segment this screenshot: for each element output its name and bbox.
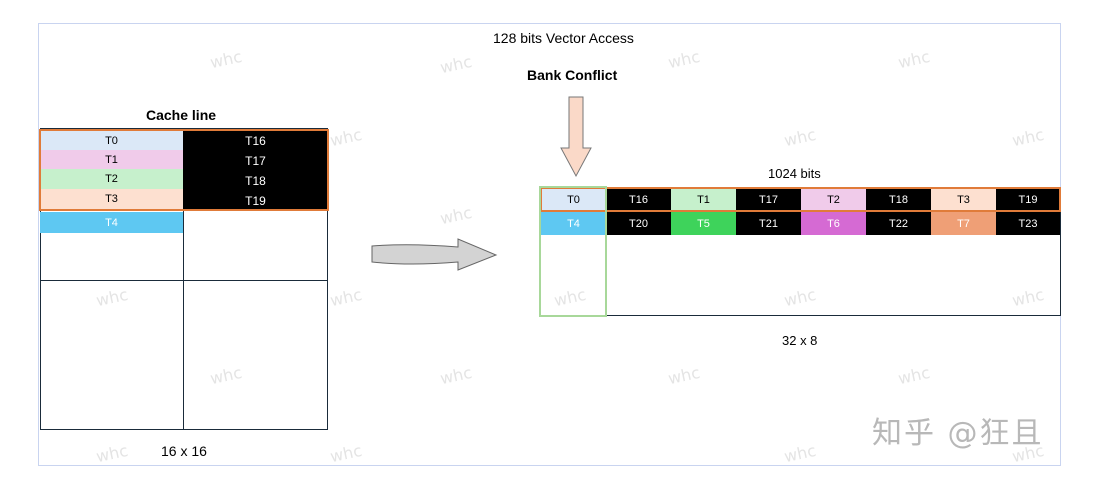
cache-line-outline	[39, 129, 329, 211]
diagram-title: 128 bits Vector Access	[493, 30, 634, 46]
right-cell-t0: T0	[541, 189, 606, 211]
left-cell-t1: T1	[40, 150, 183, 169]
down-arrow-icon	[560, 96, 592, 178]
right-cell-t22: T22	[866, 212, 931, 235]
right-cache-line-outline	[540, 187, 1061, 212]
right-cell-t20: T20	[606, 212, 671, 235]
right-cell-t19: T19	[996, 189, 1060, 211]
right-cell-t2: T2	[801, 189, 866, 211]
cache-line-label: Cache line	[146, 107, 217, 123]
left-grid-divider-h	[40, 280, 328, 281]
left-cell-t4: T4	[40, 212, 183, 233]
right-cell-t16: T16	[606, 189, 671, 211]
right-dimension-label: 32 x 8	[782, 333, 818, 348]
left-cell-t18: T18	[183, 171, 328, 191]
right-cell-t21: T21	[736, 212, 801, 235]
left-dimension-label: 16 x 16	[161, 443, 207, 459]
right-cell-t1: T1	[671, 189, 736, 211]
left-cell-t19: T19	[183, 191, 328, 210]
left-cell-t2: T2	[40, 169, 183, 189]
right-cell-t7: T7	[931, 212, 996, 235]
right-cell-t5: T5	[671, 212, 736, 235]
right-cell-t18: T18	[866, 189, 931, 211]
right-arrow-icon	[371, 238, 498, 271]
right-cell-t4: T4	[541, 212, 606, 235]
right-cell-t17: T17	[736, 189, 801, 211]
left-cell-t16: T16	[183, 131, 328, 151]
right-cell-t3: T3	[931, 189, 996, 211]
zhihu-logo: 知乎 @狂且	[872, 416, 1044, 451]
left-grid	[40, 128, 328, 430]
right-cell-t23: T23	[996, 212, 1060, 235]
left-cell-t0: T0	[40, 131, 183, 150]
bank-column-outline	[539, 186, 607, 317]
left-cell-t3: T3	[40, 189, 183, 209]
bits-label: 1024 bits	[768, 166, 821, 181]
right-cell-t6: T6	[801, 212, 866, 235]
bank-conflict-label: Bank Conflict	[527, 67, 618, 83]
left-grid-divider-v	[183, 128, 184, 430]
left-cell-t17: T17	[183, 151, 328, 171]
